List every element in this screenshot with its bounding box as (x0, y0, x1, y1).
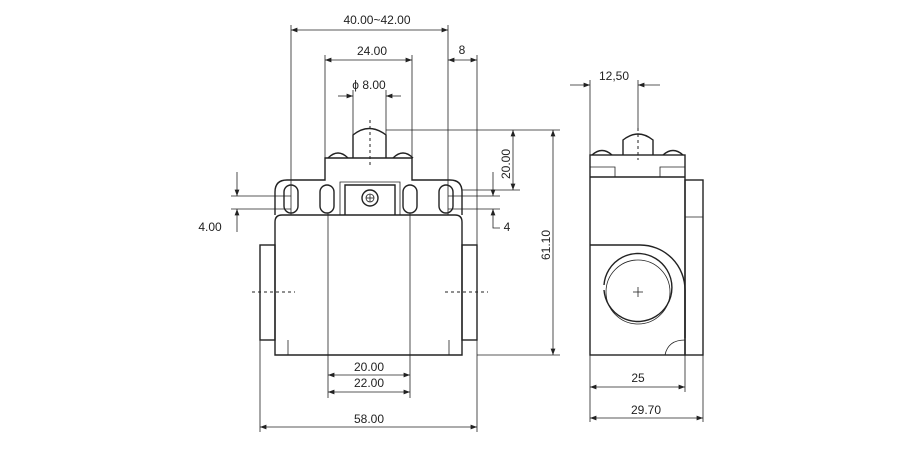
dim-top-block-width: 24.00 (357, 44, 387, 58)
dim-inner-width-1: 20.00 (354, 360, 384, 374)
dim-total-width: 58.00 (354, 412, 384, 426)
dim-inner-width-2: 22.00 (354, 376, 384, 390)
front-view (252, 120, 488, 356)
dim-total-depth: 29.70 (631, 403, 661, 417)
side-view (589, 128, 704, 356)
dim-plunger-diameter: ϕ 8.00 (352, 78, 386, 92)
dim-mount-width: 40.00~42.00 (343, 13, 410, 27)
dim-plunger-height: 20.00 (499, 149, 513, 179)
dim-slot-right: 4 (504, 220, 511, 234)
dim-mount-offset: 8 (459, 43, 466, 57)
side-dimensions: 12,50 25 29.70 (570, 69, 704, 422)
front-dimensions: 40.00~42.00 24.00 ϕ 8.00 8 20.00 61.10 4… (198, 13, 560, 432)
dim-body-depth: 25 (631, 371, 645, 385)
dim-total-height: 61.10 (539, 230, 553, 260)
dim-plunger-offset: 12,50 (599, 69, 629, 83)
dim-slot-left: 4.00 (198, 220, 222, 234)
